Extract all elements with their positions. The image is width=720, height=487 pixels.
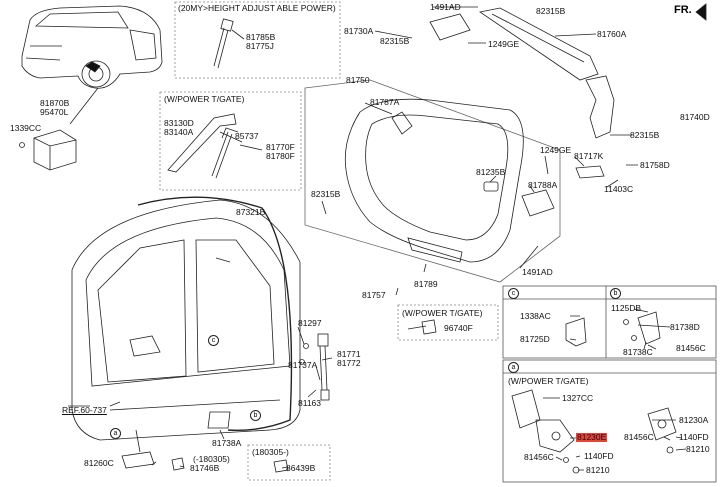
part-81758d[interactable]: 81758D bbox=[640, 160, 670, 170]
part-1125db[interactable]: 1125DB bbox=[611, 303, 642, 313]
date-180305-header: (180305-) bbox=[252, 447, 289, 457]
part-11403c[interactable]: 11403C bbox=[604, 184, 634, 194]
power-tgate-mid-header: (W/POWER T/GATE) bbox=[402, 308, 483, 318]
part-81456c-c[interactable]: 81456C bbox=[624, 432, 654, 442]
date-180305-box bbox=[247, 444, 331, 481]
part-81725d[interactable]: 81725D bbox=[520, 334, 550, 344]
part-1491ad-top[interactable]: 1491AD bbox=[430, 2, 461, 12]
part-81717k[interactable]: 81717K bbox=[574, 151, 604, 161]
upper-trim-81760a bbox=[478, 7, 599, 81]
part-81750[interactable]: 81750 bbox=[346, 75, 370, 85]
part-81870b[interactable]: 81870B bbox=[40, 98, 70, 108]
strut-81770f bbox=[211, 131, 233, 179]
callout-c-tailgate: c bbox=[208, 335, 219, 346]
part-81772[interactable]: 81772 bbox=[337, 358, 361, 368]
part-1491ad-bottom[interactable]: 1491AD bbox=[522, 267, 553, 277]
trim-panel-outline bbox=[304, 79, 561, 283]
part-82315b-a[interactable]: 82315B bbox=[380, 36, 410, 46]
tailgate-87321b bbox=[71, 199, 301, 441]
power-tgate-left-box bbox=[159, 91, 302, 191]
part-81210-mid[interactable]: 81210 bbox=[586, 465, 610, 475]
part-1249ge-mid[interactable]: 1249GE bbox=[540, 145, 572, 155]
ref-60-737-link[interactable]: REF.60-737 bbox=[62, 405, 107, 415]
part-86439b[interactable]: 86439B bbox=[286, 463, 316, 473]
part-81730a[interactable]: 81730A bbox=[344, 26, 374, 36]
part-81760a[interactable]: 81760A bbox=[597, 29, 627, 39]
part-81775j[interactable]: 81775J bbox=[246, 41, 274, 51]
part-81456c-mid[interactable]: 81456C bbox=[524, 452, 554, 462]
part-83130d[interactable]: 83130D bbox=[164, 118, 194, 128]
weatherstrip bbox=[137, 196, 293, 431]
part-81230e-highlighted[interactable]: 81230E bbox=[576, 432, 608, 442]
part-81737a[interactable]: 81737A bbox=[288, 360, 318, 370]
part-81738c[interactable]: 81738C bbox=[623, 347, 653, 357]
part-81785b[interactable]: 81785B bbox=[246, 32, 276, 42]
strut-81771 bbox=[319, 345, 328, 391]
latch-81230e bbox=[511, 389, 580, 474]
power-tgate-mid-box bbox=[397, 304, 499, 341]
height-adjust-box bbox=[174, 1, 341, 79]
part-95470l[interactable]: 95470L bbox=[40, 107, 69, 117]
part-81780f[interactable]: 81780F bbox=[266, 151, 295, 161]
part-81740d[interactable]: 81740D bbox=[680, 112, 710, 122]
height-adjust-header: (20MY>HEIGHT ADJUST ABLE POWER) bbox=[178, 3, 336, 13]
part-96740f[interactable]: 96740F bbox=[444, 323, 473, 333]
part-1249ge-top[interactable]: 1249GE bbox=[488, 39, 520, 49]
detail-box-a bbox=[502, 359, 717, 483]
part-81789[interactable]: 81789 bbox=[414, 279, 438, 289]
part-87321b[interactable]: 87321B bbox=[236, 207, 266, 217]
part-81746b[interactable]: 81746B bbox=[190, 463, 220, 473]
date-before-180305: (-180305) bbox=[193, 454, 230, 464]
part-1140fd-mid[interactable]: 1140FD bbox=[584, 451, 614, 461]
latch-81230a bbox=[647, 407, 677, 454]
front-indicator: FR. bbox=[674, 4, 692, 16]
part-81771[interactable]: 81771 bbox=[337, 349, 361, 359]
part-81456c-b[interactable]: 81456C bbox=[676, 343, 706, 353]
trim-panel-81750 bbox=[344, 98, 524, 263]
part-85737[interactable]: 85737 bbox=[235, 131, 259, 141]
callout-a: a bbox=[508, 362, 519, 373]
part-81297[interactable]: 81297 bbox=[298, 318, 322, 328]
part-82315b-right[interactable]: 82315B bbox=[630, 130, 660, 140]
power-tgate-left-header: (W/POWER T/GATE) bbox=[164, 94, 245, 104]
car-illustration bbox=[21, 5, 163, 89]
part-81210-right[interactable]: 81210 bbox=[686, 444, 710, 454]
part-1339cc[interactable]: 1339CC bbox=[10, 123, 42, 133]
part-1338ac[interactable]: 1338AC bbox=[520, 311, 551, 321]
callout-a-tailgate: a bbox=[110, 428, 121, 439]
callout-b: b bbox=[610, 288, 621, 299]
part-1140fd-right[interactable]: 1140FD bbox=[679, 432, 709, 442]
part-82315b-left[interactable]: 82315B bbox=[311, 189, 341, 199]
part-81738a[interactable]: 81738A bbox=[212, 438, 242, 448]
part-81230a[interactable]: 81230A bbox=[679, 415, 709, 425]
part-81738d[interactable]: 81738D bbox=[670, 322, 700, 332]
strut-81785b bbox=[213, 27, 229, 69]
part-81757[interactable]: 81757 bbox=[362, 290, 386, 300]
callout-c: c bbox=[508, 288, 519, 299]
part-83140a[interactable]: 83140A bbox=[164, 127, 194, 137]
part-81788a[interactable]: 81788A bbox=[528, 180, 558, 190]
detail-box-bc bbox=[502, 285, 717, 359]
part-81770f[interactable]: 81770F bbox=[266, 142, 295, 152]
power-tgate-bottom-header: (W/POWER T/GATE) bbox=[508, 376, 589, 386]
part-1327cc[interactable]: 1327CC bbox=[562, 393, 594, 403]
callout-b-tailgate: b bbox=[250, 410, 261, 421]
part-81787a[interactable]: 81787A bbox=[370, 97, 400, 107]
part-82315b-top[interactable]: 82315B bbox=[536, 6, 566, 16]
part-81163[interactable]: 81163 bbox=[298, 398, 322, 408]
module-81870b bbox=[19, 87, 99, 171]
part-81235b[interactable]: 81235B bbox=[476, 167, 506, 177]
license-lamp bbox=[121, 451, 155, 469]
side-trim-81740d bbox=[585, 75, 615, 139]
part-81260c[interactable]: 81260C bbox=[84, 458, 114, 468]
